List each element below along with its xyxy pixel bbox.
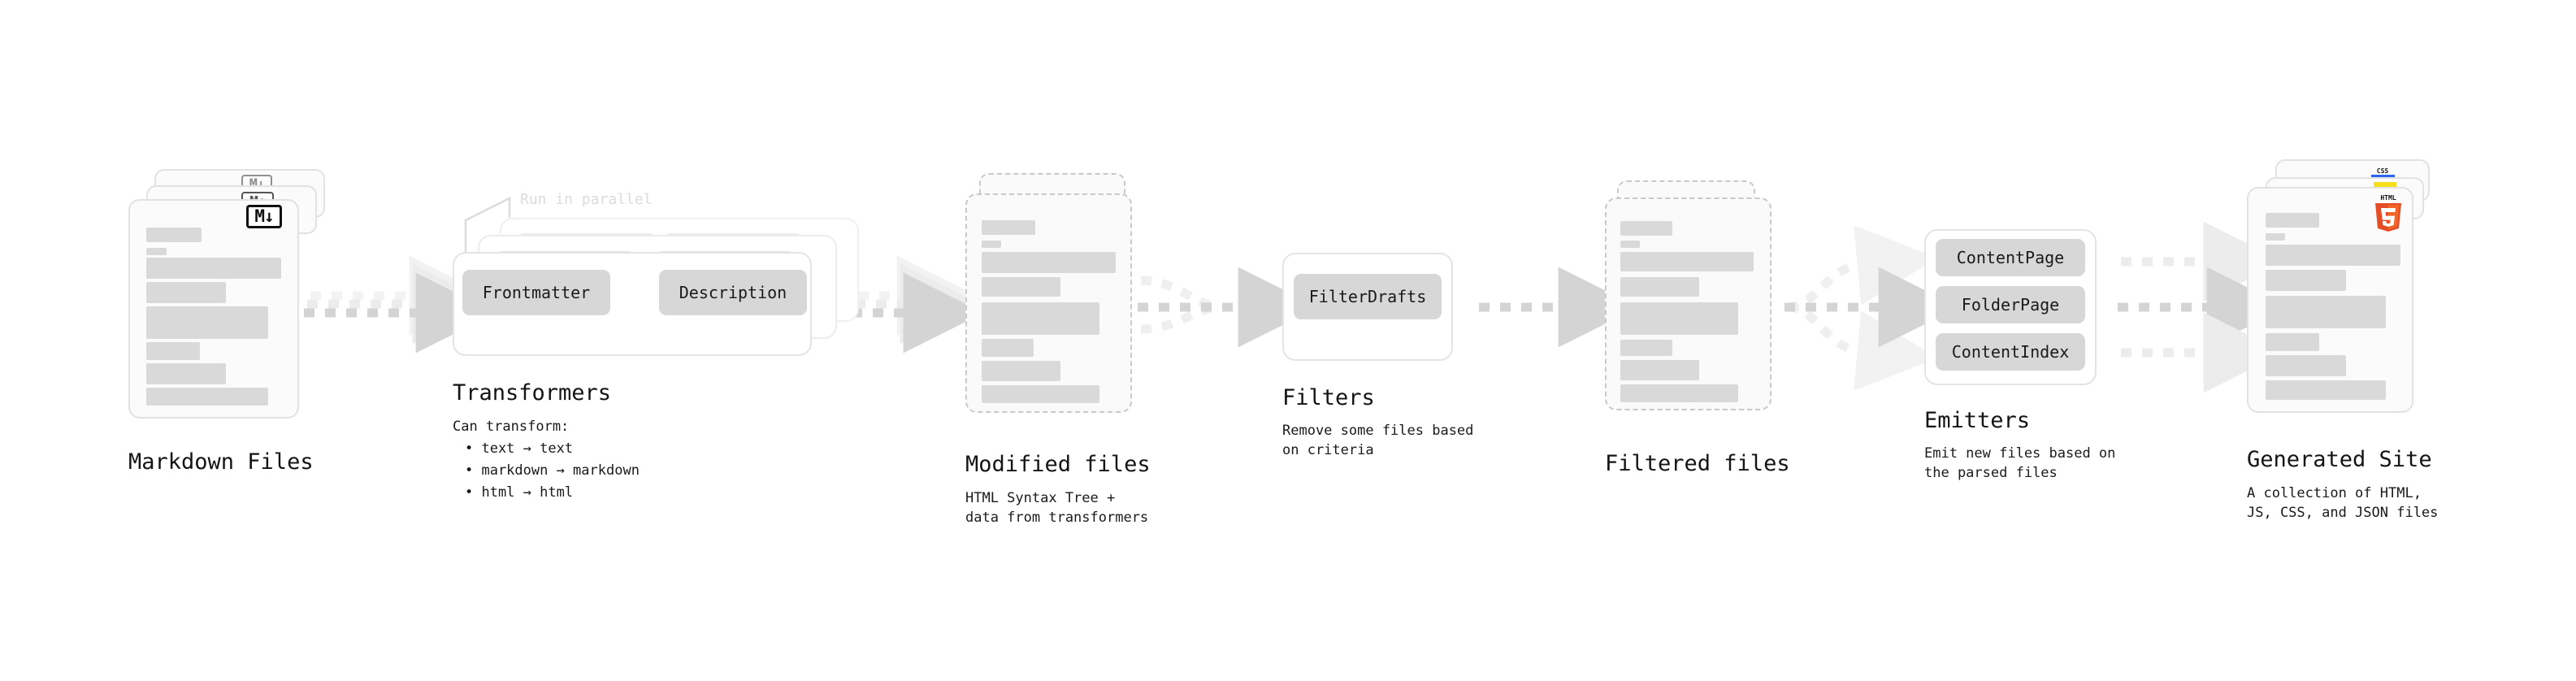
- skeleton-bar: [1620, 384, 1738, 402]
- skeleton-bar: [146, 258, 281, 279]
- transformer-pill-frontmatter[interactable]: Frontmatter: [462, 270, 610, 315]
- arrow-emitters-to-site: [2118, 221, 2288, 393]
- skeleton-bar: [1620, 340, 1672, 356]
- skeleton-bar: [2266, 245, 2400, 266]
- skeleton-bar: [146, 306, 268, 339]
- transform-bullet-2: • html → html: [465, 484, 574, 501]
- skeleton-bar: [982, 385, 1099, 403]
- skeleton-bar: [982, 277, 1060, 297]
- html5-icon: HTML: [2371, 193, 2405, 232]
- skeleton-bar: [146, 282, 226, 303]
- svg-text:HTML: HTML: [2380, 194, 2396, 202]
- stage-title-markdown-files: Markdown Files: [128, 449, 314, 475]
- run-in-parallel-label: Run in parallel: [520, 191, 653, 208]
- css-icon: CSS: [2369, 165, 2397, 178]
- arrow-modified-to-filters: [1138, 267, 1319, 348]
- stage-desc-transformers: Can transform:: [453, 419, 570, 435]
- stage-title-filtered-files: Filtered files: [1605, 451, 1790, 476]
- stage-desc-modified-files: HTML Syntax Tree + data from transformer…: [965, 490, 1149, 526]
- skeleton-bar: [1620, 252, 1754, 271]
- skeleton-bar: [982, 252, 1116, 273]
- filter-pill-filterdrafts[interactable]: FilterDrafts: [1294, 274, 1442, 319]
- transform-bullet-1: • markdown → markdown: [465, 462, 640, 479]
- stage-title-transformers: Transformers: [453, 380, 612, 406]
- skeleton-bar: [2266, 296, 2386, 328]
- skeleton-bar: [1620, 221, 1672, 236]
- transformer-pill-description[interactable]: Description: [659, 270, 807, 315]
- skeleton-bar: [1620, 360, 1699, 380]
- skeleton-bar: [2266, 333, 2319, 351]
- skeleton-bar: [1620, 241, 1640, 248]
- skeleton-bar: [2266, 270, 2346, 291]
- svg-text:CSS: CSS: [2377, 167, 2389, 175]
- transform-bullet-0: • text → text: [465, 440, 574, 457]
- skeleton-bar: [982, 361, 1060, 381]
- stage-desc-filters: Remove some files based on criteria: [1282, 423, 1474, 458]
- skeleton-bar: [982, 302, 1099, 335]
- emitter-pill-folderpage[interactable]: FolderPage: [1936, 286, 2085, 323]
- skeleton-bar: [146, 228, 202, 242]
- skeleton-bar: [2266, 355, 2346, 376]
- arrow-markdown-to-transformers: [304, 255, 497, 354]
- skeleton-bar: [2266, 380, 2386, 400]
- skeleton-bar: [146, 388, 268, 406]
- stage-title-modified-files: Modified files: [965, 452, 1151, 477]
- stage-title-emitters: Emitters: [1924, 408, 2031, 433]
- stage-title-generated-site: Generated Site: [2247, 447, 2432, 472]
- skeleton-bar: [146, 363, 226, 384]
- stage-desc-generated-site: A collection of HTML, JS, CSS, and JSON …: [2247, 485, 2439, 521]
- emitter-pill-contentindex[interactable]: ContentIndex: [1936, 333, 2085, 371]
- skeleton-bar: [982, 339, 1034, 357]
- stage-title-filters: Filters: [1282, 385, 1375, 410]
- arrow-filtered-to-emitters: [1785, 225, 1959, 391]
- stage-desc-emitters: Emit new files based on the parsed files: [1924, 445, 2116, 481]
- emitter-pill-contentpage[interactable]: ContentPage: [1936, 239, 2085, 276]
- skeleton-bar: [146, 248, 167, 255]
- skeleton-bar: [982, 220, 1035, 235]
- skeleton-bar: [1620, 302, 1738, 335]
- markdown-icon: M↓: [246, 205, 282, 228]
- skeleton-bar: [146, 342, 200, 360]
- skeleton-bar: [2266, 213, 2319, 228]
- skeleton-bar: [1620, 277, 1699, 297]
- skeleton-bar: [2266, 233, 2285, 241]
- skeleton-bar: [982, 241, 1001, 248]
